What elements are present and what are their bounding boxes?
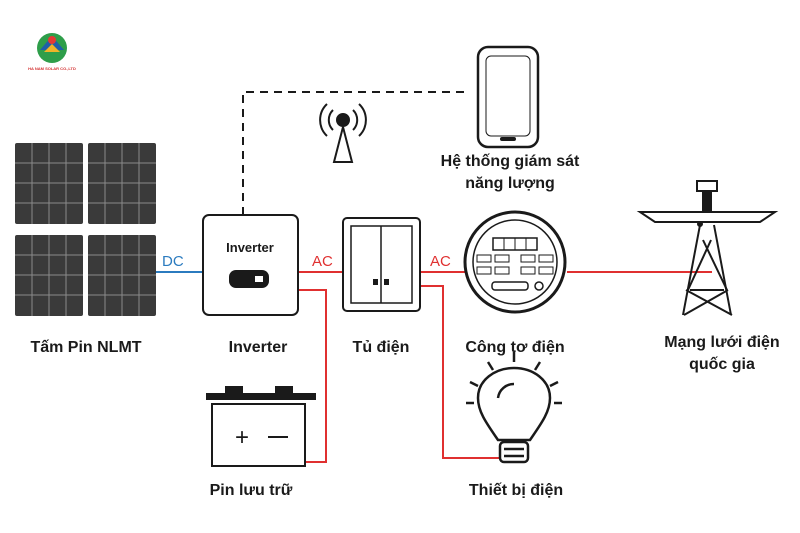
solar-panels-label: Tấm Pin NLMT bbox=[30, 339, 141, 356]
dc-label: DC bbox=[162, 253, 184, 270]
battery-wire bbox=[298, 289, 327, 463]
monitoring-link bbox=[242, 91, 470, 215]
svg-text:+: + bbox=[235, 424, 249, 451]
antenna-icon bbox=[319, 103, 367, 163]
inverter-icon: Inverter bbox=[202, 214, 299, 316]
meter-label: Công tơ điện bbox=[465, 339, 564, 356]
battery-label: Pin lưu trữ bbox=[210, 482, 293, 499]
pylon-icon bbox=[636, 180, 779, 316]
grid-label-line2: quốc gia bbox=[689, 356, 755, 373]
battery-icon: + bbox=[206, 386, 316, 467]
inverter-box-label: Inverter bbox=[226, 240, 274, 255]
monitor-label-line2: năng lượng bbox=[465, 175, 555, 192]
phone-icon bbox=[476, 45, 540, 149]
appliance-label: Thiết bị điện bbox=[469, 482, 563, 499]
meter-icon bbox=[463, 210, 567, 314]
cabinet-icon bbox=[342, 217, 421, 312]
grid-label-line1: Mạng lưới điện bbox=[664, 334, 779, 351]
cabinet-label: Tủ điện bbox=[353, 339, 410, 356]
ac-label-1: AC bbox=[312, 253, 333, 270]
appliance-wire bbox=[420, 285, 503, 459]
logo-text: HA NAM SOLAR CO.,LTD bbox=[28, 66, 76, 71]
inverter-label: Inverter bbox=[229, 339, 288, 356]
bulb-icon bbox=[466, 352, 562, 464]
monitor-label-line1: Hệ thống giám sát bbox=[441, 153, 580, 170]
solar-panel-icon bbox=[15, 143, 156, 316]
ac-label-2: AC bbox=[430, 253, 451, 270]
company-logo: HA NAM SOLAR CO.,LTD bbox=[28, 33, 76, 71]
